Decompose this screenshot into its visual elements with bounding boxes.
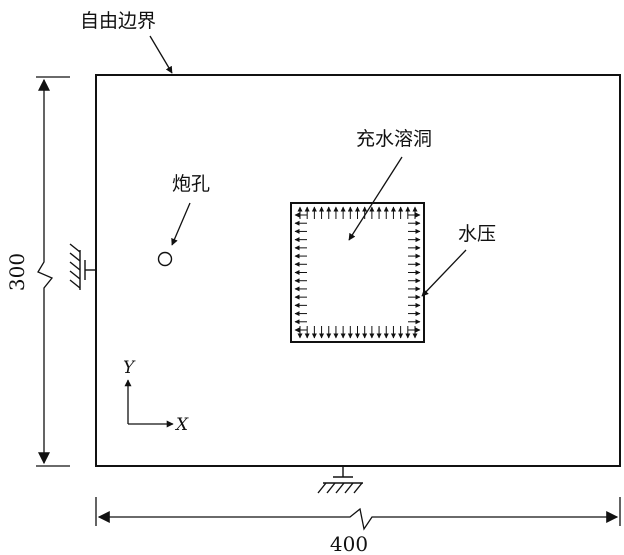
width-dimension [95,497,621,531]
width-dimension-label: 400 [330,532,368,555]
water-cavity [290,202,425,343]
free-boundary-label: 自由边界 [80,10,156,32]
x-axis-label: X [174,415,189,435]
left-fixed-support [69,243,96,290]
free-boundary-leader [149,35,173,74]
y-axis-label: Y [123,358,136,378]
water-pressure-arrows [294,206,421,339]
bottom-fixed-support [317,466,363,494]
water-pressure-leader [421,249,467,297]
blast-hole-leader [171,202,191,246]
blast-hole [157,251,173,267]
coordinate-axes: X Y [123,358,189,435]
water-cavity-label: 充水溶洞 [356,128,432,150]
water-pressure-label: 水压 [458,223,496,245]
blast-hole-label: 炮孔 [172,173,210,195]
height-dimension [36,76,70,467]
height-dimension-label: 300 [5,253,29,291]
water-cavity-leader [348,156,403,241]
